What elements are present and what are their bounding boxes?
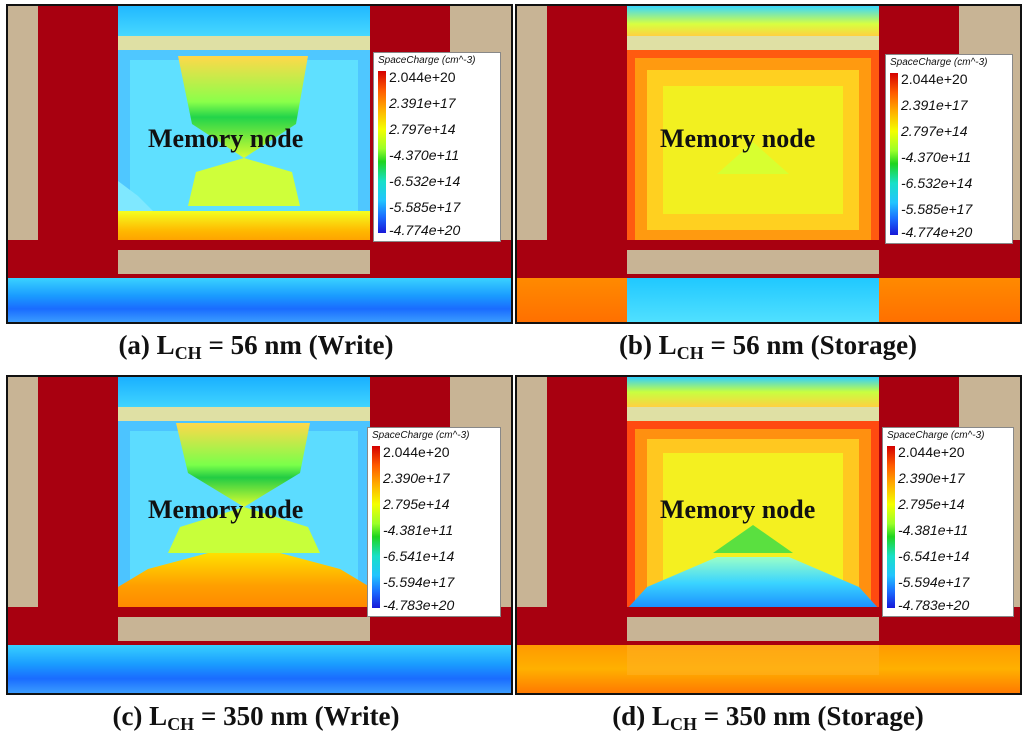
legend-value: 2.795e+14 bbox=[898, 496, 965, 512]
memory-node-label: Memory node bbox=[660, 495, 816, 524]
legend-value: -6.541e+14 bbox=[898, 548, 970, 564]
colorbar-legend: SpaceCharge (cm^-3) 2.044e+20 2.390e+17 … bbox=[882, 427, 1014, 617]
legend-value: -6.541e+14 bbox=[383, 548, 455, 564]
caption-b: (b) LCH = 56 nm (Storage) bbox=[618, 330, 918, 363]
panel-a: Memory node SpaceCharge (cm^-3) 2.044e+2… bbox=[6, 4, 513, 324]
legend-value: 2.797e+14 bbox=[901, 123, 968, 139]
legend-title: SpaceCharge (cm^-3) bbox=[378, 55, 476, 66]
colorbar bbox=[372, 446, 380, 608]
colorbar bbox=[890, 73, 898, 235]
panel-d: Memory node SpaceCharge (cm^-3) 2.044e+2… bbox=[515, 375, 1022, 695]
legend-value: -4.381e+11 bbox=[383, 522, 454, 538]
memory-node-label: Memory node bbox=[148, 124, 304, 153]
caption-d: (d) LCH = 350 nm (Storage) bbox=[612, 701, 924, 734]
panel-c: Memory node SpaceCharge (cm^-3) 2.044e+2… bbox=[6, 375, 513, 695]
legend-value: 2.044e+20 bbox=[898, 444, 965, 460]
legend-value: -5.594e+17 bbox=[898, 574, 970, 590]
legend-value: -6.532e+14 bbox=[901, 175, 973, 191]
legend-title: SpaceCharge (cm^-3) bbox=[890, 57, 988, 68]
legend-value: 2.795e+14 bbox=[383, 496, 450, 512]
legend-value: 2.044e+20 bbox=[389, 69, 456, 85]
legend-value: 2.391e+17 bbox=[901, 97, 968, 113]
memory-node-label: Memory node bbox=[148, 495, 304, 524]
colorbar-legend: SpaceCharge (cm^-3) 2.044e+20 2.391e+17 … bbox=[885, 54, 1013, 244]
legend-value: -4.774e+20 bbox=[389, 222, 461, 238]
legend-value: -4.783e+20 bbox=[383, 597, 455, 613]
legend-value: 2.044e+20 bbox=[383, 444, 450, 460]
legend-value: 2.390e+17 bbox=[898, 470, 965, 486]
legend-value: -6.532e+14 bbox=[389, 173, 461, 189]
legend-value: 2.391e+17 bbox=[389, 95, 456, 111]
legend-value: 2.797e+14 bbox=[389, 121, 456, 137]
legend-value: -4.370e+11 bbox=[389, 147, 460, 163]
legend-value: 2.044e+20 bbox=[901, 71, 968, 87]
legend-value: -4.774e+20 bbox=[901, 224, 973, 240]
legend-title: SpaceCharge (cm^-3) bbox=[887, 430, 985, 441]
panel-b: Memory node SpaceCharge (cm^-3) 2.044e+2… bbox=[515, 4, 1022, 324]
memory-node-label: Memory node bbox=[660, 124, 816, 153]
legend-value: -4.783e+20 bbox=[898, 597, 970, 613]
caption-a: (a) LCH = 56 nm (Write) bbox=[118, 330, 394, 363]
legend-value: -5.594e+17 bbox=[383, 574, 455, 590]
legend-value: -4.381e+11 bbox=[898, 522, 969, 538]
colorbar-legend: SpaceCharge (cm^-3) 2.044e+20 2.390e+17 … bbox=[367, 427, 501, 617]
legend-title: SpaceCharge (cm^-3) bbox=[372, 430, 470, 441]
legend-value: -4.370e+11 bbox=[901, 149, 972, 165]
legend-value: 2.390e+17 bbox=[383, 470, 450, 486]
colorbar bbox=[378, 71, 386, 233]
caption-c: (c) LCH = 350 nm (Write) bbox=[112, 701, 400, 734]
legend-value: -5.585e+17 bbox=[901, 201, 973, 217]
colorbar-legend: SpaceCharge (cm^-3) 2.044e+20 2.391e+17 … bbox=[373, 52, 501, 242]
colorbar bbox=[887, 446, 895, 608]
legend-value: -5.585e+17 bbox=[389, 199, 461, 215]
